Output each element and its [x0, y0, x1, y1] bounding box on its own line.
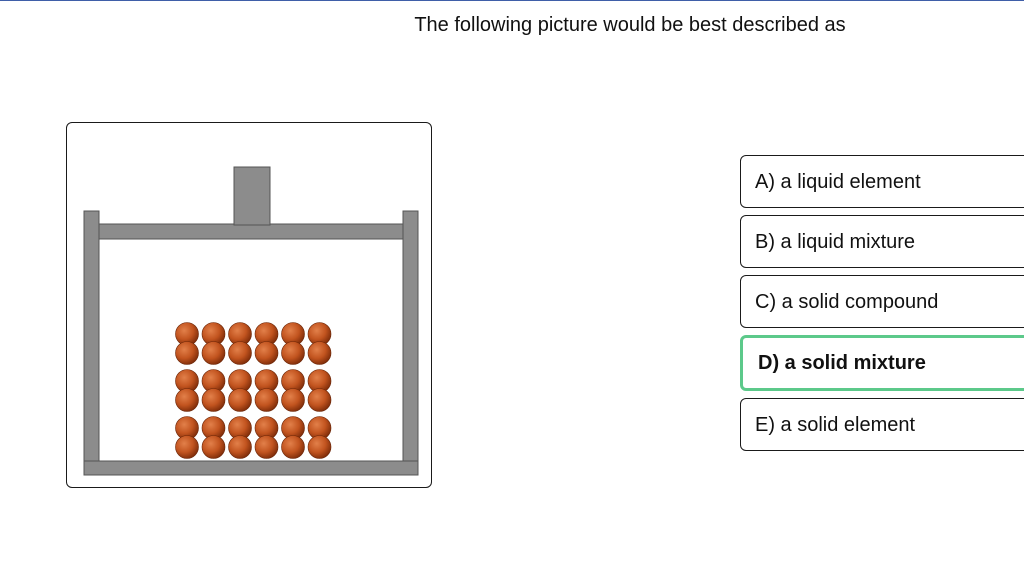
particle — [281, 416, 305, 459]
answer-option-a[interactable]: A) a liquid element — [740, 155, 1024, 208]
particle — [307, 369, 332, 412]
particle — [228, 416, 252, 459]
particle — [201, 369, 226, 412]
particle — [175, 416, 199, 459]
container-right-wall — [402, 210, 419, 476]
container-left-wall — [83, 210, 100, 476]
piston-rod — [233, 166, 271, 226]
particle — [175, 322, 199, 365]
particle-grid — [175, 322, 332, 459]
particle — [201, 416, 226, 459]
particle — [281, 369, 305, 412]
container-drawing — [83, 166, 419, 476]
answer-option-d[interactable]: D) a solid mixture — [740, 335, 1024, 391]
particle — [307, 322, 332, 365]
top-divider — [0, 0, 1024, 1]
particle — [307, 416, 332, 459]
answer-option-c[interactable]: C) a solid compound — [740, 275, 1024, 328]
piston-plate — [98, 223, 404, 240]
particle — [228, 322, 252, 365]
particle — [201, 322, 226, 365]
particle — [228, 369, 252, 412]
particle — [254, 416, 279, 459]
container-figure — [66, 122, 432, 488]
answer-option-b[interactable]: B) a liquid mixture — [740, 215, 1024, 268]
particle — [281, 322, 305, 365]
question-text: The following picture would be best desc… — [414, 14, 846, 36]
particle — [175, 369, 199, 412]
particle — [254, 322, 279, 365]
particle — [254, 369, 279, 412]
answer-option-e[interactable]: E) a solid element — [740, 398, 1024, 451]
container-bottom — [83, 460, 419, 476]
